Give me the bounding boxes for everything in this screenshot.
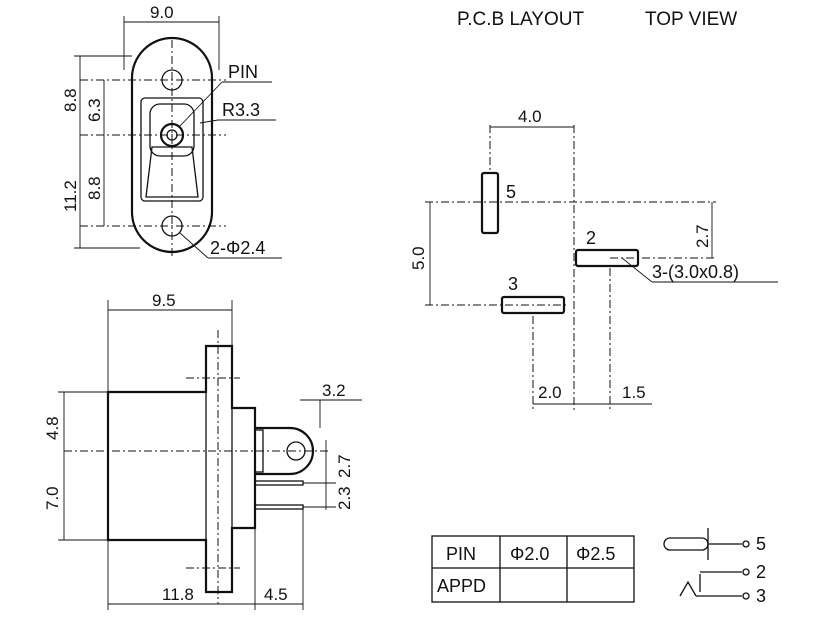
svg-text:R3.3: R3.3 [222,100,260,120]
svg-text:5: 5 [506,182,516,202]
svg-text:2.7: 2.7 [335,454,354,478]
svg-text:PIN: PIN [228,62,258,82]
table-header-phi20: Φ2.0 [510,544,549,564]
svg-text:4.8: 4.8 [43,416,62,440]
front-view [80,36,226,256]
svg-text:3: 3 [756,586,766,606]
svg-text:3-(3.0x0.8): 3-(3.0x0.8) [652,262,739,282]
svg-text:2: 2 [586,228,596,248]
svg-text:2: 2 [756,562,766,582]
svg-text:8.8: 8.8 [61,88,80,112]
table-header-phi25: Φ2.5 [576,544,615,564]
svg-text:4.0: 4.0 [518,107,542,126]
schematic-symbol: 5 2 3 [663,528,766,606]
front-height-dimensions: 8.8 6.3 11.2 8.8 [61,55,140,249]
pad-5 [480,171,500,235]
svg-text:2.3: 2.3 [335,486,354,510]
svg-text:9.0: 9.0 [150,3,174,22]
top-view-header: TOP VIEW [645,9,737,30]
pad-3 [500,295,566,315]
svg-text:5: 5 [756,534,766,554]
svg-text:2.0: 2.0 [538,383,562,402]
table-row-appd: APPD [437,576,486,596]
svg-text:6.3: 6.3 [85,98,104,122]
svg-text:3.2: 3.2 [322,381,346,400]
svg-text:2.7: 2.7 [693,224,712,248]
svg-text:8.8: 8.8 [85,176,104,200]
front-width-dimension: 9.0 [123,3,220,70]
pcb-layout-header: P.C.B LAYOUT [457,9,584,30]
svg-text:7.0: 7.0 [43,486,62,510]
front-callouts: PIN R3.3 2-Φ2.4 [179,62,282,259]
svg-text:1.5: 1.5 [622,383,646,402]
svg-text:5.0: 5.0 [409,246,428,270]
svg-text:2-Φ2.4: 2-Φ2.4 [210,238,265,258]
pin-table: PIN Φ2.0 Φ2.5 APPD [431,535,635,603]
svg-text:9.5: 9.5 [152,291,176,310]
side-dimensions: 9.5 4.8 7.0 3.2 2.7 2.3 11.8 4.5 [43,291,362,610]
svg-text:3: 3 [508,274,518,294]
svg-text:4.5: 4.5 [264,585,288,604]
table-header-pin: PIN [446,544,476,564]
svg-text:11.8: 11.8 [162,585,194,604]
side-view [64,330,330,604]
pcb-layout: 5 2 3 4.0 5.0 2.7 2.0 1.5 3-(3.0x0.8) [409,107,778,410]
pad-2 [574,248,640,268]
svg-text:11.2: 11.2 [61,180,80,212]
